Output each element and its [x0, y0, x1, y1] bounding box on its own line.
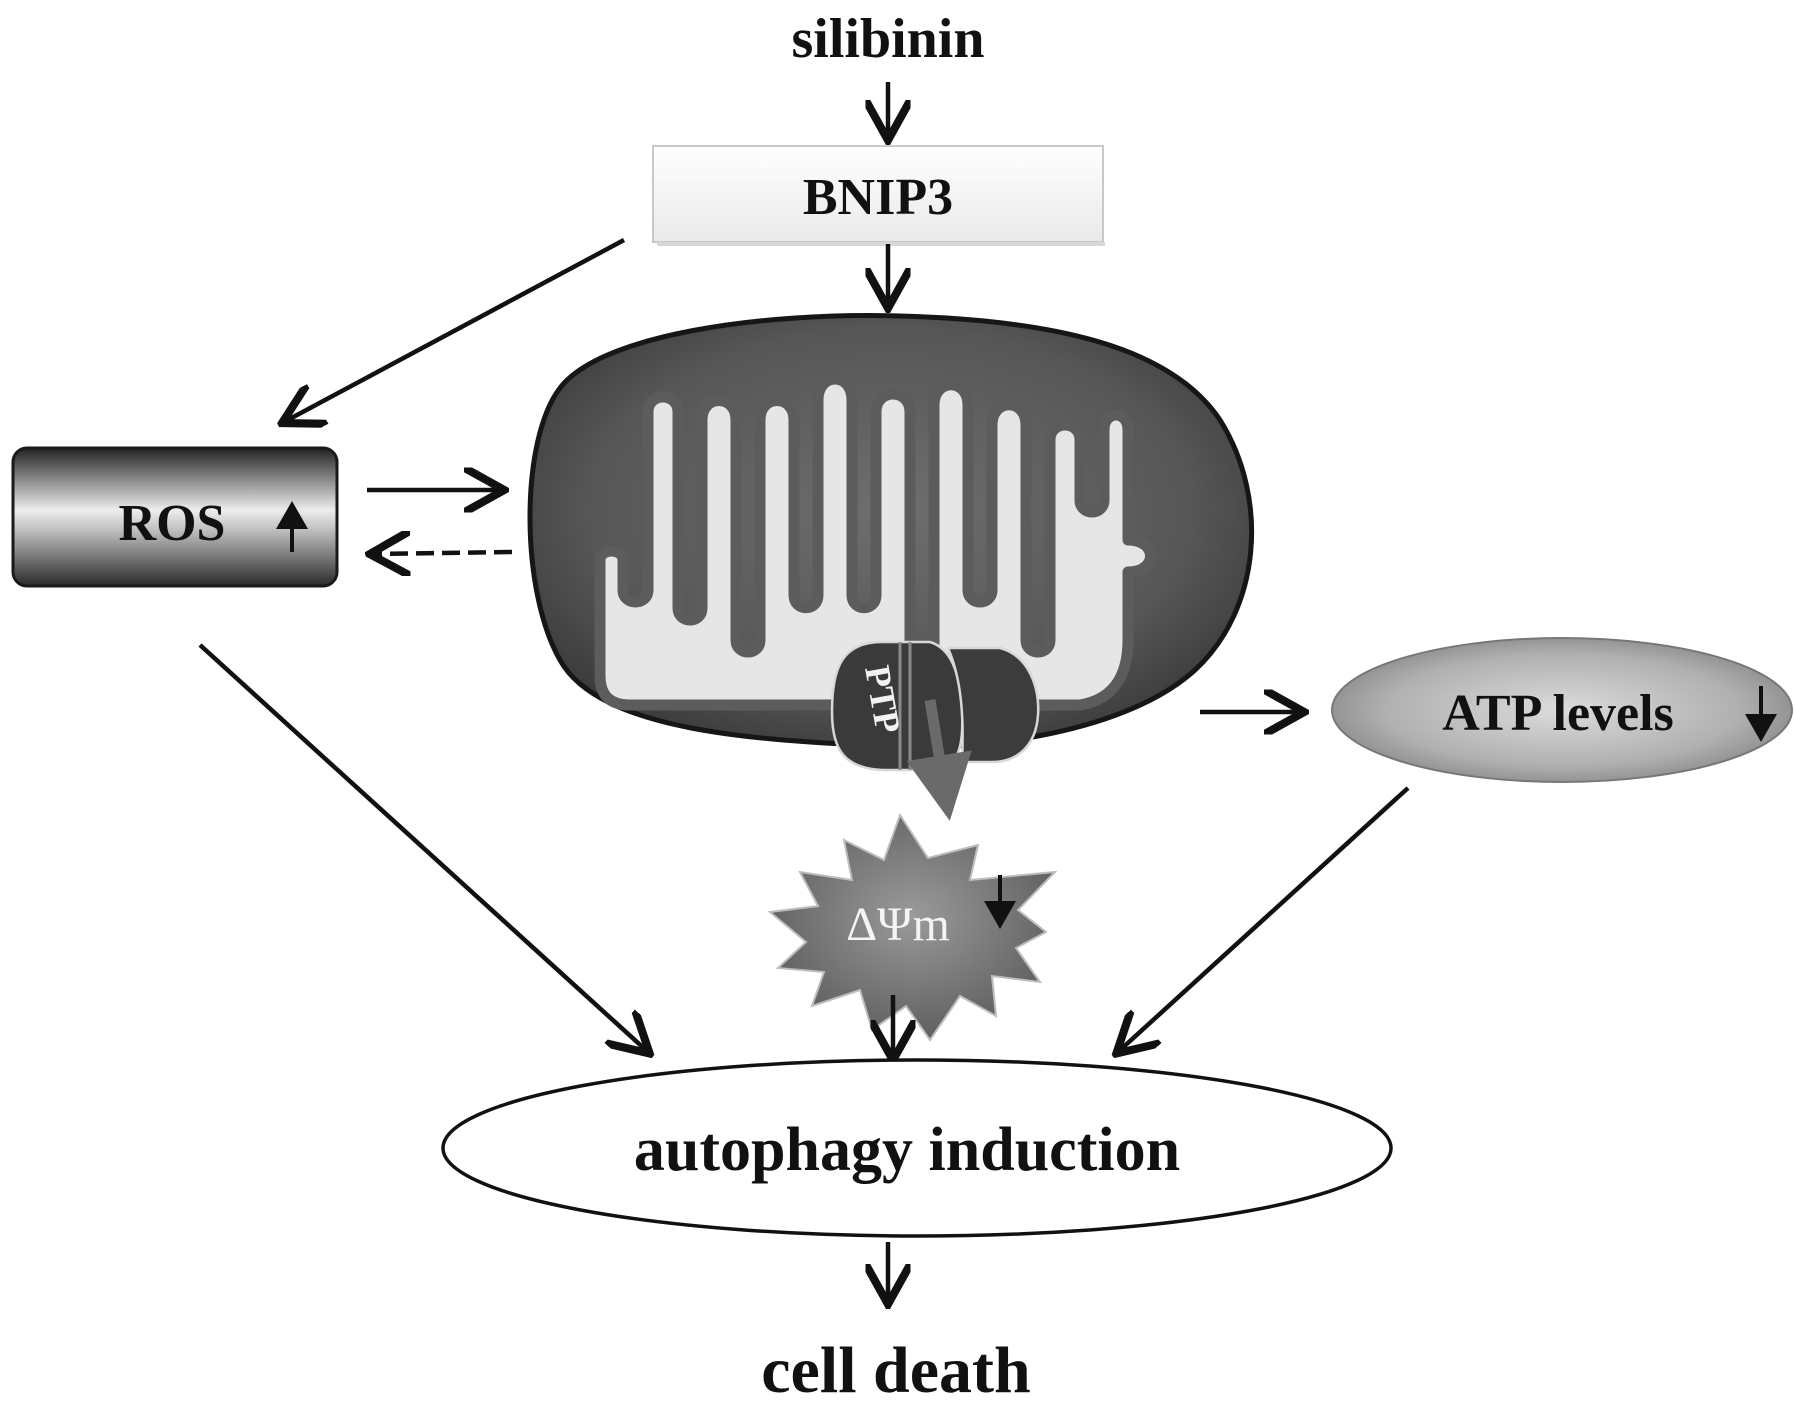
mitochondrion — [527, 313, 1255, 750]
delta-psi-node: ΔΨm — [767, 812, 1058, 1042]
ros-box: ROS — [11, 446, 339, 588]
arrow-bnip3-to-ros — [284, 238, 626, 422]
dashed-arrow-mitochondrion-to-ros — [372, 552, 513, 554]
ptp-channel: PTP — [830, 640, 1040, 772]
arrow-atp-to-autophagy — [1118, 786, 1410, 1052]
arrow-ros-to-autophagy — [198, 643, 648, 1052]
atp-label: ATP levels — [1442, 685, 1674, 742]
silibinin-label: silibinin — [791, 8, 984, 70]
autophagy-label: autophagy induction — [634, 1116, 1180, 1184]
arrow-ptp-to-delta-psi — [906, 699, 972, 821]
cell-death-label: cell death — [761, 1334, 1030, 1403]
ros-label: ROS — [119, 495, 226, 552]
mitochondrion-cristae — [594, 373, 1156, 711]
atp-node: ATP levels — [1331, 637, 1793, 783]
bnip3-box: BNIP3 — [652, 145, 1105, 246]
autophagy-node: autophagy induction — [441, 1058, 1393, 1238]
bnip3-label: BNIP3 — [803, 169, 953, 226]
delta-psi-label: ΔΨm — [846, 898, 950, 951]
